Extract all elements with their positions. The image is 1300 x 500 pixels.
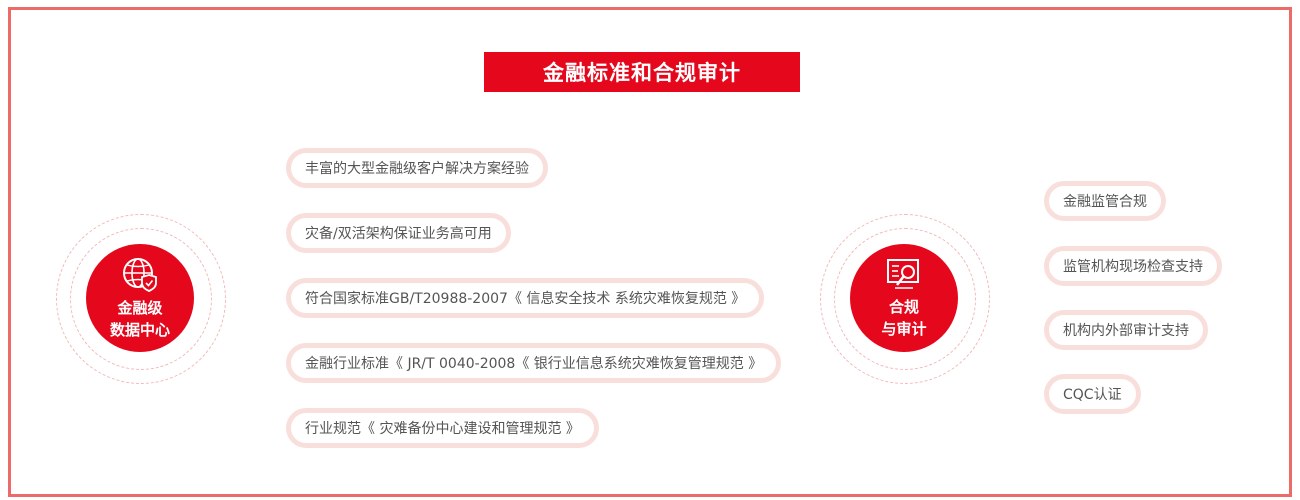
right-item-1: 金融监管合规	[1044, 181, 1166, 221]
globe-shield-icon	[121, 255, 159, 297]
right-hub-outer-ring	[820, 214, 990, 384]
right-hub-label-2: 与审计	[881, 320, 927, 338]
left-item-1: 丰富的大型金融级客户解决方案经验	[286, 148, 548, 188]
right-hub-label-1: 合规	[888, 298, 919, 316]
left-hub: 金融级 数据中心	[86, 244, 194, 352]
left-item-4: 金融行业标准《 JR/T 0040-2008《 银行业信息系统灾难恢复管理规范 …	[286, 343, 782, 383]
right-hub-inner-ring	[834, 228, 976, 370]
right-item-2: 监管机构现场检查支持	[1044, 246, 1222, 286]
section-title: 金融标准和合规审计	[484, 52, 800, 92]
left-hub-label-1: 金融级	[117, 299, 163, 317]
left-hub-label-2: 数据中心	[109, 321, 170, 339]
left-item-3: 符合国家标准GB/T20988-2007《 信息安全技术 系统灾难恢复规范 》	[286, 278, 765, 318]
right-item-3: 机构内外部审计支持	[1044, 310, 1208, 350]
right-item-4: CQC认证	[1044, 374, 1141, 414]
left-hub-inner-ring	[70, 228, 212, 370]
left-item-5: 行业规范《 灾难备份中心建设和管理规范 》	[286, 408, 599, 448]
right-hub: 合规 与审计	[850, 244, 958, 352]
audit-magnifier-icon	[885, 256, 923, 296]
left-item-2: 灾备/双活架构保证业务高可用	[286, 213, 511, 253]
left-hub-outer-ring	[56, 214, 226, 384]
